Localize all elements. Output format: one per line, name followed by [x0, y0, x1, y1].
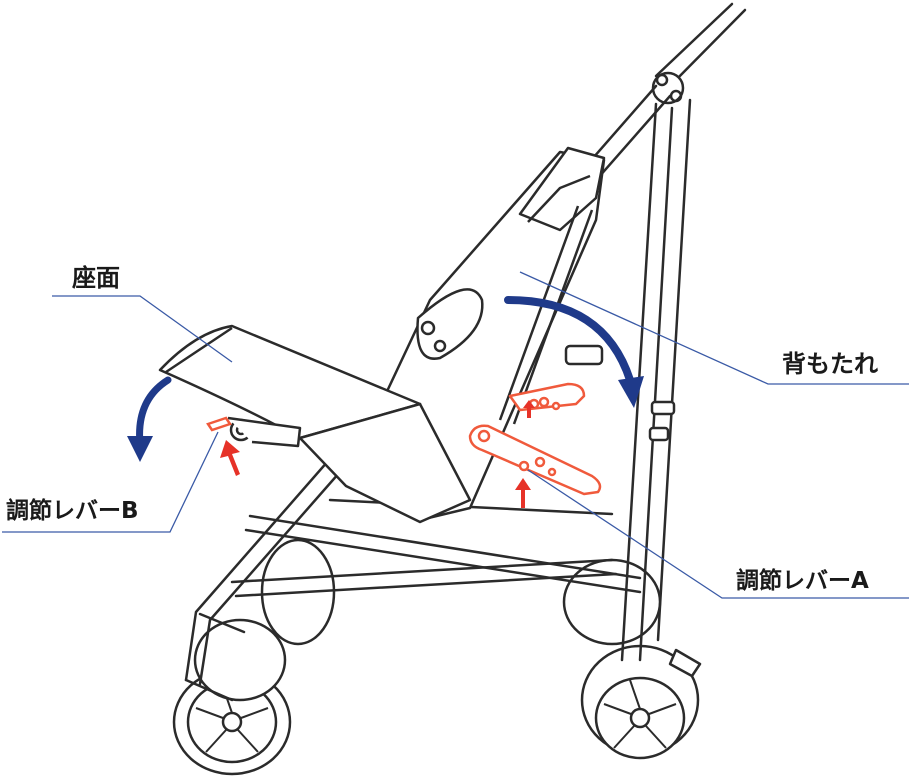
backrest-rotation-arrow-icon: [504, 296, 644, 408]
lever-a-push-arrow-icon: [515, 478, 531, 508]
lever-b-callout-line: [2, 431, 219, 533]
lever-b-label: 調節レバーB: [6, 498, 139, 524]
seat: [158, 324, 472, 524]
lever-a-upper-push-arrow-icon: [523, 400, 535, 418]
lever-a-callout-line: [527, 469, 909, 599]
seat-label: 座面: [72, 264, 120, 292]
backrest-callout-line: [519, 271, 909, 385]
rear-right-wheel: [193, 538, 336, 702]
seat-callout-line: [52, 295, 233, 363]
seat-rotation-arrow-icon: [127, 376, 172, 462]
backrest-label: 背もたれ: [782, 350, 878, 378]
callout-lines: [2, 271, 909, 599]
lever-b-push-arrow-icon: [220, 440, 240, 476]
lever-a-label: 調節レバーA: [736, 568, 869, 594]
front-left-wheel: [580, 644, 700, 760]
lever-b-highlight: [206, 416, 232, 432]
lever-push-arrows: [220, 400, 535, 508]
